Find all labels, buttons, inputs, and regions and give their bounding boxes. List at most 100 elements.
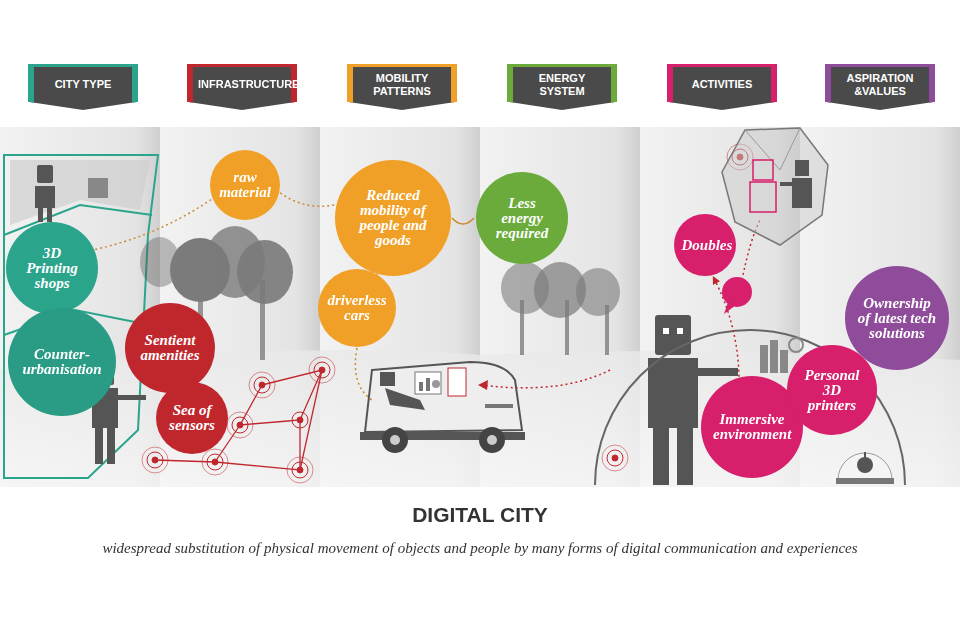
apple-display-part (864, 452, 866, 458)
connector (452, 218, 474, 224)
apple-display-part (857, 457, 873, 473)
person-figures-part (648, 358, 698, 428)
trees-part (576, 268, 620, 316)
connector (95, 200, 211, 250)
concept-circle: Doubles (674, 214, 736, 276)
person-figures (35, 165, 738, 485)
person-figures-part (663, 328, 669, 334)
sensor-targets-part (152, 457, 158, 463)
concept-label: Immersive environment (713, 412, 791, 442)
person-figures-part (677, 428, 693, 485)
concept-circle: Sentient amenities (125, 303, 215, 393)
sensor-targets-part (292, 412, 308, 428)
concept-label: Sentient amenities (136, 333, 204, 363)
diagram-caption: widespread substitution of physical move… (0, 540, 960, 557)
sensor-targets-part (147, 452, 163, 468)
panel-background-part (0, 127, 960, 487)
connector (280, 193, 334, 206)
concept-label: Doubles (682, 238, 729, 253)
connector (713, 277, 739, 377)
concept-circle: Counter-urbanisation (8, 308, 116, 416)
sensor-targets-part (607, 450, 623, 466)
person-figures-part (118, 395, 146, 400)
sensor-targets (142, 144, 753, 483)
city-outline (4, 155, 158, 478)
sensor-targets-part (602, 445, 628, 471)
concept-label: Ownership of latest tech solutions (858, 296, 937, 341)
holo-polyhedron (722, 128, 828, 245)
sensor-targets-part (314, 362, 330, 378)
header-tab: CITY TYPE (28, 64, 138, 110)
sensor-targets-part (319, 367, 325, 373)
sensor-targets-part (292, 462, 308, 478)
sensor-targets-part (297, 417, 303, 423)
driverless-car-part (365, 362, 522, 432)
driverless-car-part (382, 427, 408, 453)
city-outline-part (4, 155, 158, 478)
tab-label: ACTIVITIES (692, 78, 753, 91)
sensor-targets-part (212, 459, 218, 465)
header-tab: MOBILITY PATTERNS (347, 64, 457, 110)
holo-polyhedron-part (792, 178, 812, 208)
apple-display (836, 452, 894, 484)
sensor-targets-part (287, 457, 313, 483)
sensor-targets-part (232, 417, 248, 433)
tab-label: CITY TYPE (55, 78, 112, 91)
person-figures-part (677, 328, 683, 334)
tab-label: ASPIRATION &VALUES (837, 72, 923, 98)
driverless-car-part (415, 372, 441, 394)
holo-polyhedron-part (750, 182, 776, 212)
driverless-car-part (380, 372, 395, 386)
sensor-targets-part (254, 377, 270, 393)
concept-circle: driverless cars (318, 269, 396, 347)
tab-label: ENERGY SYSTEM (519, 72, 605, 98)
person-figures-part (47, 208, 52, 222)
sensor-targets-part (297, 467, 303, 473)
diagram-title: DIGITAL CITY (0, 503, 960, 527)
sensor-targets-part (142, 447, 168, 473)
person-figures-part (653, 428, 669, 485)
concept-circle: Sea of sensors (156, 382, 228, 454)
city-buildings (10, 160, 150, 225)
concept-label: Reduced mobility of people and goods (349, 188, 437, 248)
concept-circle: Less energy required (476, 172, 568, 264)
panel-background (0, 127, 960, 487)
concept-label: raw material (219, 170, 272, 200)
sensor-targets-part (612, 455, 618, 461)
tab-label: MOBILITY PATTERNS (359, 72, 445, 98)
sensor-targets-part (237, 422, 243, 428)
leader-lines-part (478, 380, 488, 390)
concept-label: driverless cars (328, 293, 387, 323)
sensor-targets-part (202, 449, 228, 475)
sensor-targets-part (249, 372, 275, 398)
driverless-car-part (426, 378, 430, 391)
leader-lines-part (355, 348, 372, 400)
bar-chart-part (770, 340, 778, 373)
driverless-car-part (448, 368, 466, 396)
concept-circle: 3D Printing shops (6, 222, 98, 314)
bar-chart-part (760, 345, 768, 373)
sensor-targets-part (259, 382, 265, 388)
bar-chart-part (789, 338, 803, 352)
person-figures-part (95, 428, 103, 464)
sensor-targets-part (227, 412, 253, 438)
concept-label: Counter-urbanisation (21, 347, 103, 377)
header-tab: ACTIVITIES (667, 64, 777, 110)
driverless-car-part (479, 427, 505, 453)
sensor-network-part (240, 370, 322, 425)
header-tab: ENERGY SYSTEM (507, 64, 617, 110)
person-figures-part (655, 315, 691, 355)
person-figures-part (107, 428, 115, 464)
holo-polyhedron-part (780, 182, 792, 186)
driverless-car-part (485, 404, 513, 408)
driverless-car (360, 362, 525, 453)
person-figures-part (38, 208, 43, 222)
holo-polyhedron-part (722, 128, 828, 245)
concept-label: 3D Printing shops (17, 246, 87, 291)
speech-bubble-part (724, 302, 736, 314)
driverless-car-part (432, 380, 440, 388)
header-tab: INFRASTRUCTURE (187, 64, 297, 110)
concept-circle: Ownership of latest tech solutions (845, 266, 949, 370)
speech-bubble-part (722, 277, 752, 307)
